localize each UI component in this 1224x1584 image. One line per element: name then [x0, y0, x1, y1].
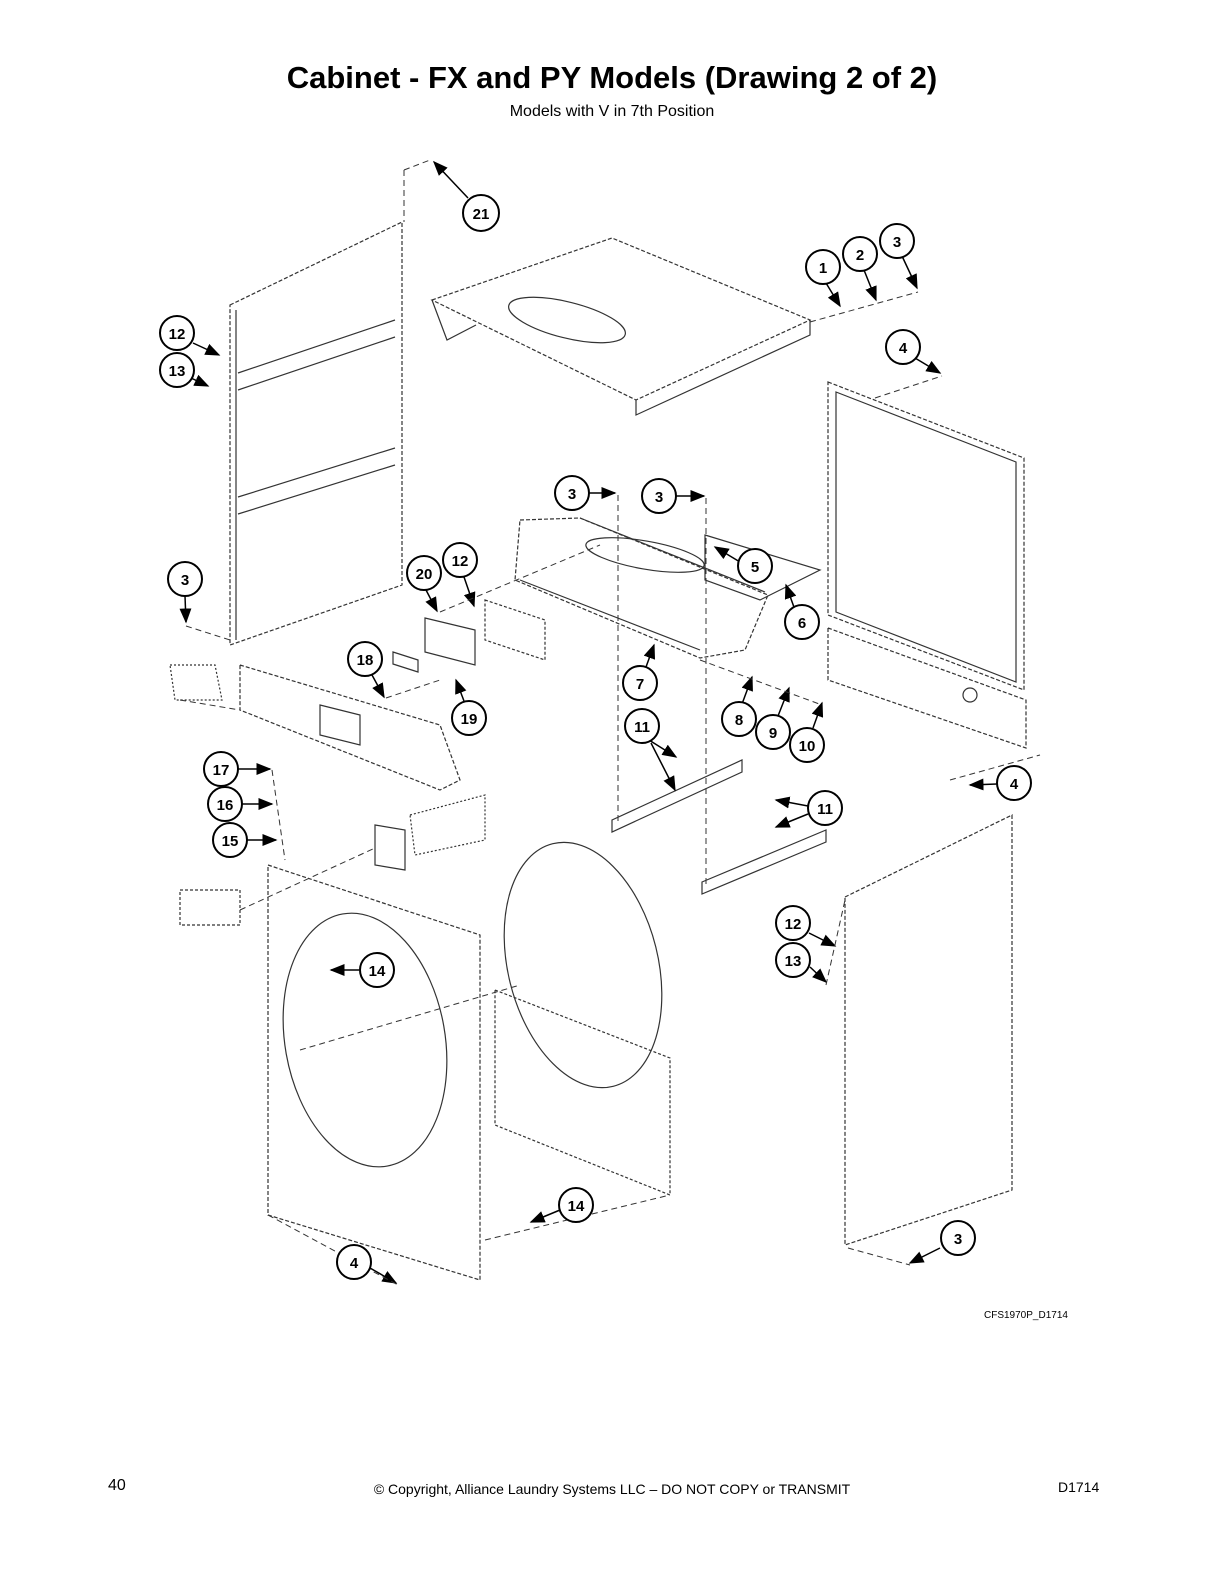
- callout-13: 13: [775, 942, 811, 978]
- callout-4: 4: [996, 765, 1032, 801]
- left-side-panel: [229, 221, 403, 646]
- svg-text:21: 21: [473, 206, 490, 223]
- callout-4: 4: [336, 1244, 372, 1280]
- callout-11: 11: [807, 790, 843, 826]
- door-ring: [494, 841, 671, 1196]
- svg-text:16: 16: [217, 797, 234, 814]
- svg-text:11: 11: [634, 719, 650, 736]
- svg-text:2: 2: [856, 247, 864, 264]
- top-panel: [430, 237, 812, 416]
- page-number: 40: [108, 1477, 126, 1494]
- control-support: [514, 517, 822, 659]
- svg-text:11: 11: [817, 801, 833, 818]
- callout-5: 5: [737, 548, 773, 584]
- callout-3: 3: [879, 223, 915, 259]
- callout-10: 10: [789, 727, 825, 763]
- svg-text:20: 20: [416, 566, 433, 583]
- callout-3: 3: [641, 478, 677, 514]
- svg-text:3: 3: [893, 234, 901, 251]
- svg-text:14: 14: [568, 1198, 585, 1215]
- front-panel: [179, 864, 481, 1281]
- callout-3: 3: [167, 561, 203, 597]
- callout-15: 15: [212, 822, 248, 858]
- svg-text:3: 3: [655, 489, 663, 506]
- callout-4: 4: [885, 329, 921, 365]
- back-panel: [827, 381, 1027, 749]
- callout-21: 21: [462, 194, 500, 232]
- control-console: [169, 664, 461, 791]
- page-subtitle: Models with V in 7th Position: [509, 103, 715, 120]
- svg-text:17: 17: [213, 762, 230, 779]
- callout-12: 12: [159, 315, 195, 351]
- callout-12: 12: [775, 905, 811, 941]
- svg-text:4: 4: [1010, 776, 1019, 793]
- switch-assembly: [374, 794, 486, 871]
- svg-text:6: 6: [798, 615, 806, 632]
- svg-text:14: 14: [369, 963, 386, 980]
- svg-text:3: 3: [181, 572, 189, 589]
- svg-text:10: 10: [799, 738, 816, 755]
- svg-text:12: 12: [452, 553, 469, 570]
- drawing-id: CFS1970P_D1714: [984, 1310, 1068, 1321]
- svg-text:19: 19: [461, 711, 478, 728]
- callout-7: 7: [622, 665, 658, 701]
- callout-18: 18: [347, 641, 383, 677]
- callout-9: 9: [755, 714, 791, 750]
- svg-text:15: 15: [222, 833, 239, 850]
- callout-14: 14: [558, 1187, 594, 1223]
- callout-2: 2: [842, 236, 878, 272]
- svg-text:12: 12: [169, 326, 186, 343]
- rails: [611, 759, 827, 895]
- callout-14: 14: [359, 952, 395, 988]
- svg-text:12: 12: [785, 916, 802, 933]
- callout-1: 1: [805, 249, 841, 285]
- callout-19: 19: [451, 700, 487, 736]
- callout-12: 12: [442, 542, 478, 578]
- callout-17: 17: [203, 751, 239, 787]
- svg-text:3: 3: [954, 1231, 962, 1248]
- right-side-panel: [844, 814, 1013, 1246]
- callout-6: 6: [784, 604, 820, 640]
- callout-20: 20: [406, 555, 442, 591]
- svg-text:9: 9: [769, 725, 777, 742]
- copyright-notice: © Copyright, Alliance Laundry Systems LL…: [373, 1481, 851, 1497]
- svg-text:13: 13: [169, 363, 186, 380]
- svg-text:13: 13: [785, 953, 802, 970]
- svg-text:8: 8: [735, 712, 743, 729]
- svg-text:3: 3: [568, 486, 576, 503]
- svg-text:18: 18: [357, 652, 374, 669]
- document-code: D1714: [1058, 1479, 1100, 1495]
- svg-text:4: 4: [350, 1255, 359, 1272]
- svg-text:7: 7: [636, 676, 644, 693]
- callout-13: 13: [159, 352, 195, 388]
- page-title: Cabinet - FX and PY Models (Drawing 2 of…: [286, 60, 938, 95]
- svg-text:4: 4: [899, 340, 908, 357]
- callout-11: 11: [624, 708, 660, 744]
- callout-8: 8: [721, 701, 757, 737]
- callout-3: 3: [940, 1220, 976, 1256]
- electronics-boards: [392, 599, 546, 673]
- svg-text:1: 1: [819, 260, 827, 277]
- svg-text:5: 5: [751, 559, 759, 576]
- callout-16: 16: [207, 786, 243, 822]
- callout-3: 3: [554, 475, 590, 511]
